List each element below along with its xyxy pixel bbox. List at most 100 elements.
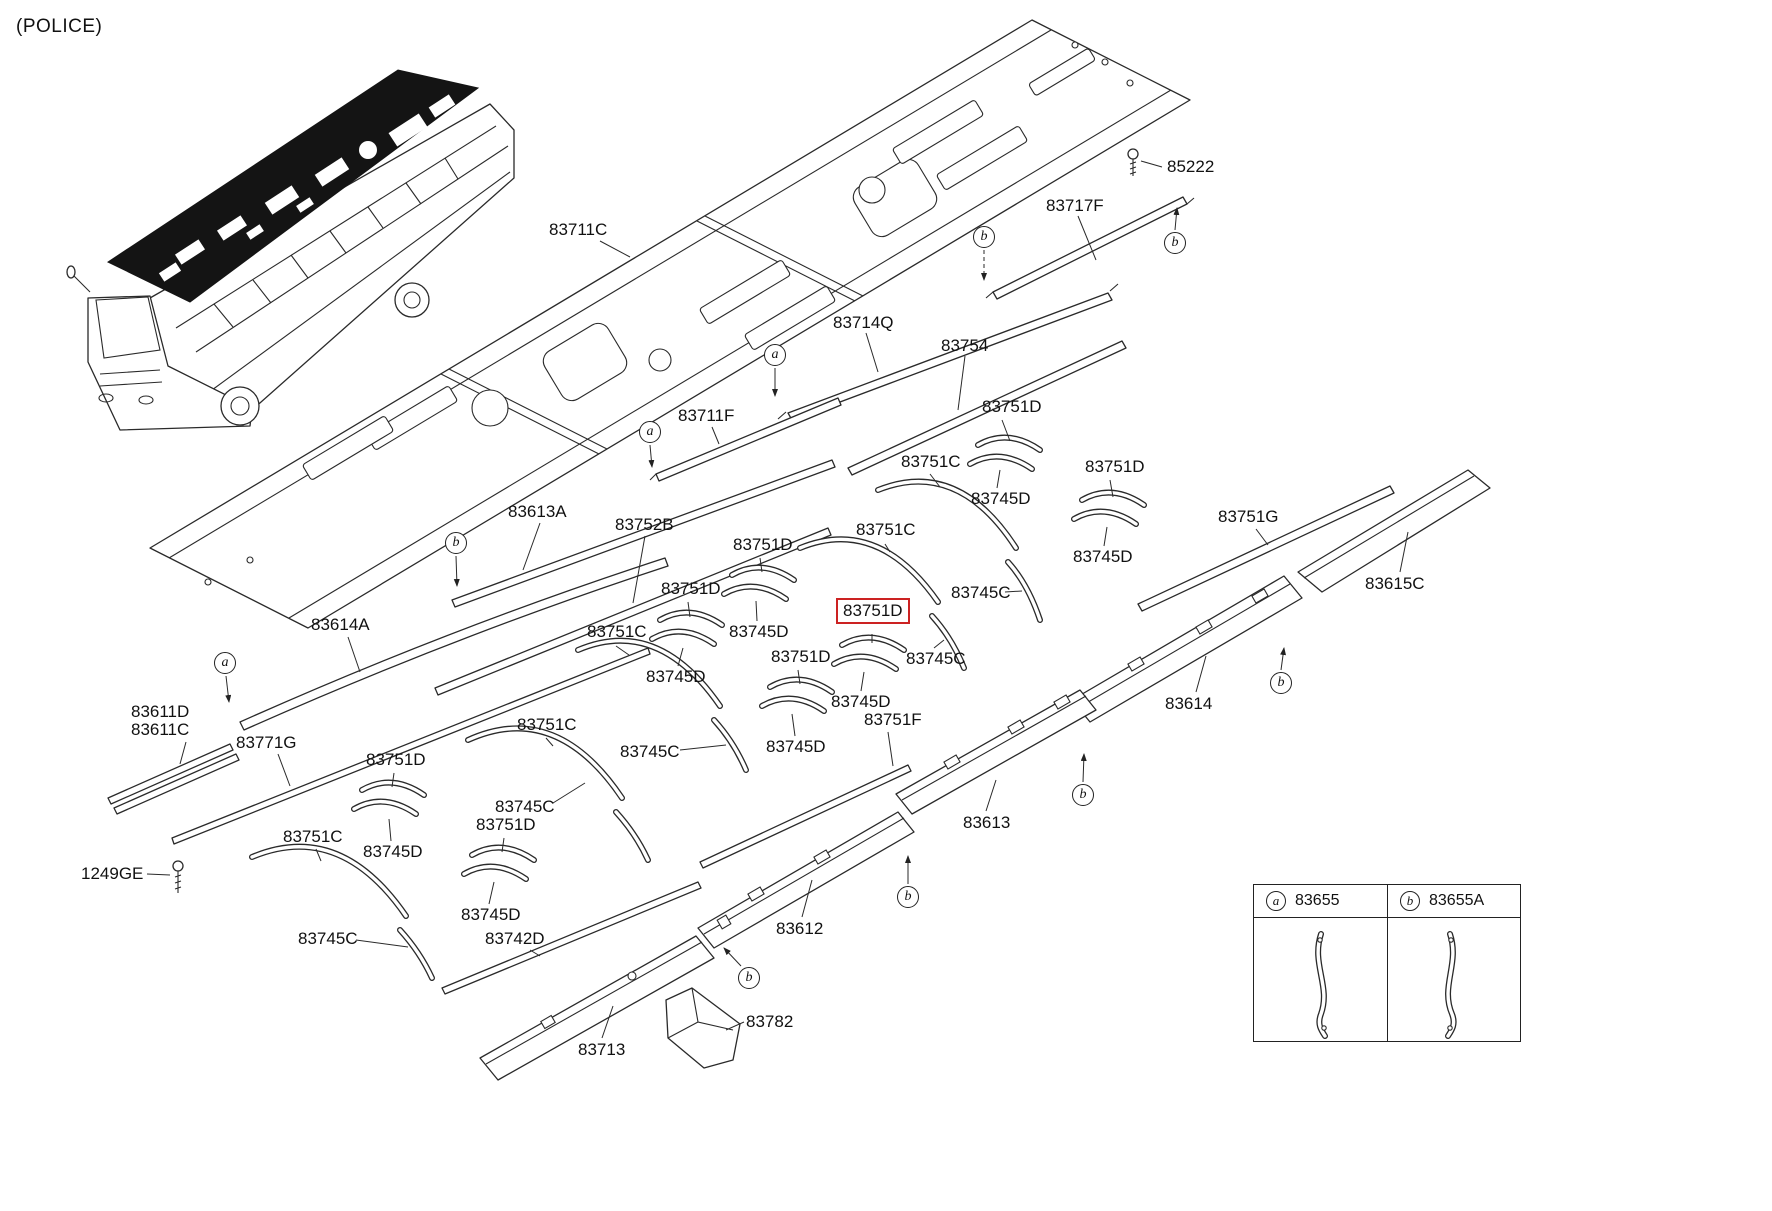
part-label-83751D-6[interactable]: 83751D bbox=[366, 750, 426, 769]
part-label-83751D-highlighted[interactable]: 83751D bbox=[836, 598, 910, 624]
callout-b-6: b bbox=[897, 886, 919, 908]
part-label-83745C-5[interactable]: 83745C bbox=[298, 929, 358, 948]
callout-arrows bbox=[225, 207, 1287, 967]
part-label-83751F[interactable]: 83751F bbox=[864, 710, 922, 729]
drawing-panel-83615C bbox=[1297, 469, 1491, 593]
drawing-rail-83611DC bbox=[107, 743, 240, 815]
legend-part-83655A[interactable]: 83655A bbox=[1429, 892, 1485, 909]
drawing-rail-83754 bbox=[847, 340, 1127, 476]
part-label-83752B[interactable]: 83752B bbox=[615, 515, 674, 534]
callout-a-2: a bbox=[639, 421, 661, 443]
part-label-83751C-5[interactable]: 83751C bbox=[283, 827, 343, 846]
leader-lines bbox=[146, 160, 1409, 1039]
part-label-83745D-5[interactable]: 83745D bbox=[831, 692, 891, 711]
part-label-83613A[interactable]: 83613A bbox=[508, 502, 567, 521]
part-label-83745D-1[interactable]: 83745D bbox=[971, 489, 1031, 508]
part-label-83745D-7[interactable]: 83745D bbox=[363, 842, 423, 861]
part-label-83611D[interactable]: 83611D bbox=[131, 702, 190, 721]
part-label-83613[interactable]: 83613 bbox=[963, 813, 1011, 832]
drawing-rail-83613A bbox=[451, 459, 836, 608]
legend-callout-a: a bbox=[1266, 891, 1286, 911]
part-label-83717F[interactable]: 83717F bbox=[1046, 196, 1104, 215]
part-label-83771G[interactable]: 83771G bbox=[236, 733, 297, 752]
drawing-rail-83751F bbox=[699, 764, 912, 869]
drawing-bow-83751D-1 bbox=[967, 434, 1043, 472]
part-label-83751D-3[interactable]: 83751D bbox=[733, 535, 793, 554]
part-label-83751C-1[interactable]: 83751C bbox=[901, 452, 961, 471]
drawing-rail-83751G bbox=[1137, 485, 1395, 612]
part-label-83714Q[interactable]: 83714Q bbox=[833, 313, 894, 332]
part-label-83745C-3[interactable]: 83745C bbox=[620, 742, 680, 761]
part-label-83751C-4[interactable]: 83751C bbox=[517, 715, 577, 734]
drawing-bow-83751D-6 bbox=[759, 676, 835, 714]
legend-sketch-83655A bbox=[1387, 918, 1520, 1042]
part-label-83745D-4[interactable]: 83745D bbox=[646, 667, 706, 686]
screw-icon-85222 bbox=[1127, 148, 1139, 176]
callout-b-1: b bbox=[973, 226, 995, 248]
drawing-panel-83613 bbox=[895, 689, 1097, 815]
part-label-83614[interactable]: 83614 bbox=[1165, 694, 1213, 713]
drawing-bow-83751D-3 bbox=[721, 564, 797, 602]
drawing-rail-83711F bbox=[649, 397, 842, 482]
part-label-83751D-5[interactable]: 83751D bbox=[771, 647, 831, 666]
part-label-83745C-1[interactable]: 83745C bbox=[951, 583, 1011, 602]
part-label-83751C-2[interactable]: 83751C bbox=[856, 520, 916, 539]
drawing-bow-83751C-1 bbox=[875, 478, 1019, 551]
drawing-rail-83717F bbox=[985, 196, 1195, 300]
part-label-83751D-4[interactable]: 83751D bbox=[661, 579, 721, 598]
part-label-83615C[interactable]: 83615C bbox=[1365, 574, 1425, 593]
drawing-bow-83751D-4 bbox=[649, 609, 725, 647]
drawing-bow-83745C-4 bbox=[613, 809, 651, 863]
drawing-bow-83745C-1 bbox=[1005, 559, 1043, 623]
legend-callout-b: b bbox=[1400, 891, 1420, 911]
part-label-83754[interactable]: 83754 bbox=[941, 336, 989, 355]
part-label-83745D-6[interactable]: 83745D bbox=[766, 737, 826, 756]
callout-b-7: b bbox=[738, 967, 760, 989]
drawing-panel-83614 bbox=[1071, 575, 1303, 723]
part-label-83751D-1[interactable]: 83751D bbox=[982, 397, 1042, 416]
part-label-83751D-2[interactable]: 83751D bbox=[1085, 457, 1145, 476]
part-label-85222[interactable]: 85222 bbox=[1167, 157, 1215, 176]
drawing-bow-83751D-8 bbox=[461, 844, 537, 882]
callout-b-5: b bbox=[1072, 784, 1094, 806]
callout-b-2: b bbox=[1164, 232, 1186, 254]
bus-thumbnail bbox=[66, 69, 515, 431]
part-label-83751D-7[interactable]: 83751D bbox=[476, 815, 536, 834]
part-label-83713[interactable]: 83713 bbox=[578, 1040, 626, 1059]
drawing-bow-83745C-5 bbox=[397, 927, 435, 981]
part-label-83745D-3[interactable]: 83745D bbox=[729, 622, 789, 641]
drawing-rail-83752B bbox=[434, 527, 832, 696]
part-label-83614A[interactable]: 83614A bbox=[311, 615, 370, 634]
part-label-83751G[interactable]: 83751G bbox=[1218, 507, 1279, 526]
drawing-rail-83742D bbox=[441, 881, 702, 995]
drawing-rail-83614A bbox=[239, 557, 669, 731]
part-label-83742D[interactable]: 83742D bbox=[485, 929, 545, 948]
part-label-83611C[interactable]: 83611C bbox=[131, 720, 190, 739]
drawing-bow-83751D-7 bbox=[351, 779, 427, 817]
part-label-83782[interactable]: 83782 bbox=[746, 1012, 794, 1031]
drawing-panel-83713 bbox=[479, 935, 715, 1081]
drawing-panel-83612 bbox=[697, 811, 915, 949]
callout-b-3: b bbox=[445, 532, 467, 554]
legend-header-b: b 83655A bbox=[1387, 885, 1520, 918]
callout-a-1: a bbox=[764, 344, 786, 366]
callout-a-3: a bbox=[214, 652, 236, 674]
part-label-83745C-4[interactable]: 83745C bbox=[495, 797, 555, 816]
legend-header-a: a 83655 bbox=[1254, 885, 1387, 918]
legend-table: a 83655 b 83655A bbox=[1253, 884, 1521, 1042]
drawing-bow-83745C-2 bbox=[929, 613, 967, 671]
part-label-83745D-8[interactable]: 83745D bbox=[461, 905, 521, 924]
legend-sketch-83655 bbox=[1254, 918, 1387, 1042]
part-label-83745D-2[interactable]: 83745D bbox=[1073, 547, 1133, 566]
part-label-83711C[interactable]: 83711C bbox=[549, 220, 608, 239]
part-label-83612[interactable]: 83612 bbox=[776, 919, 824, 938]
drawing-bow-83751C-5 bbox=[249, 843, 409, 919]
part-label-83751C-3[interactable]: 83751C bbox=[587, 622, 647, 641]
legend-part-83655[interactable]: 83655 bbox=[1295, 892, 1340, 909]
part-label-83711F[interactable]: 83711F bbox=[678, 406, 735, 425]
part-label-83745C-2[interactable]: 83745C bbox=[906, 649, 966, 668]
part-label-1249GE[interactable]: 1249GE bbox=[81, 864, 144, 883]
callout-b-4: b bbox=[1270, 672, 1292, 694]
